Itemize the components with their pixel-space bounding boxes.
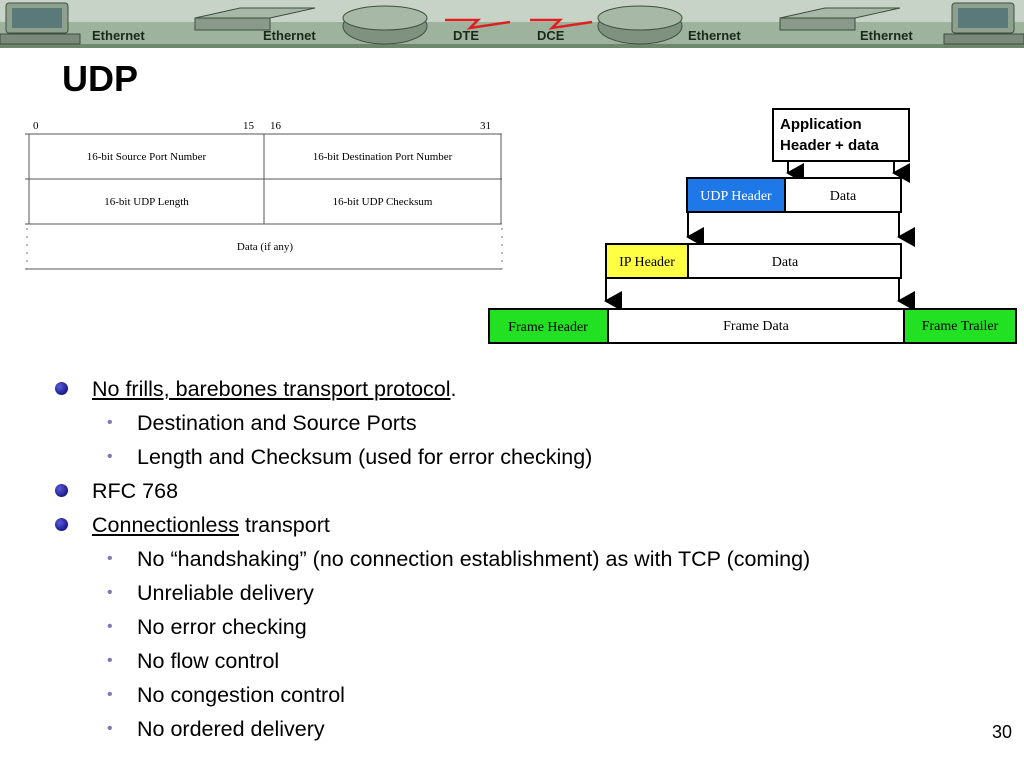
frame-header-box xyxy=(488,308,609,344)
table-grid xyxy=(25,133,503,270)
ip-header-label: IP Header xyxy=(619,255,675,270)
frame-header-label: Frame Header xyxy=(508,320,588,335)
switch-icon xyxy=(779,7,901,31)
list-subitem: • No flow control xyxy=(55,644,975,678)
list-subitem: • No ordered delivery xyxy=(55,712,975,746)
list-subitem-text: No flow control xyxy=(137,649,280,673)
frame-data-box xyxy=(607,308,905,344)
list-subitem-text: No ordered delivery xyxy=(137,717,325,741)
bit-label: 15 xyxy=(243,120,254,132)
sub-bullet-icon: • xyxy=(107,550,113,567)
bit-label: 16 xyxy=(270,120,281,132)
list-subitem: • No error checking xyxy=(55,610,975,644)
list-subitem-text: No “handshaking” (no connection establis… xyxy=(137,547,811,571)
frame-trailer-box xyxy=(903,308,1017,344)
ip-header-box xyxy=(605,243,689,279)
udp-checksum-field: 16-bit UDP Checksum xyxy=(332,195,433,208)
sub-bullet-icon: • xyxy=(107,652,113,669)
list-item: No frills, barebones transport protocol. xyxy=(55,372,975,406)
bit-label: 0 xyxy=(33,120,39,132)
list-subitem-text: Unreliable delivery xyxy=(137,581,314,605)
list-item-link[interactable]: No frills, barebones transport protocol xyxy=(92,377,451,401)
list-subitem: • Unreliable delivery xyxy=(55,576,975,610)
banner-label: Ethernet xyxy=(92,28,145,43)
bullet-icon xyxy=(55,518,68,531)
router-icon xyxy=(597,5,683,45)
banner-label: Ethernet xyxy=(688,28,741,43)
list-item: RFC 768 xyxy=(55,474,975,508)
frame-data-label: Frame Data xyxy=(723,319,789,334)
frame-trailer-label: Frame Trailer xyxy=(922,319,999,334)
sub-bullet-icon: • xyxy=(107,414,113,431)
source-port-field: 16-bit Source Port Number xyxy=(86,150,207,163)
udp-header-label: UDP Header xyxy=(700,189,772,204)
list-item: Connectionless transport xyxy=(55,508,975,542)
list-subitem-text: No congestion control xyxy=(137,683,345,707)
application-label: Header + data xyxy=(780,137,879,154)
list-subitem: • Length and Checksum (used for error ch… xyxy=(55,440,975,474)
list-subitem-text: Length and Checksum (used for error chec… xyxy=(137,445,593,469)
sub-bullet-icon: • xyxy=(107,584,113,601)
banner-label: Ethernet xyxy=(263,28,316,43)
banner-label: DTE xyxy=(453,28,479,43)
switch-icon xyxy=(194,7,316,31)
router-icon xyxy=(342,5,428,45)
udp-header-box xyxy=(686,177,786,213)
udp-header-format-table: 0 15 16 31 16-bit Source Port Number 16-… xyxy=(25,118,505,273)
list-item-link[interactable]: Connectionless xyxy=(92,513,240,537)
udp-data-box xyxy=(784,177,902,213)
udp-data-label: Data xyxy=(830,189,857,204)
list-subitem-text: Destination and Source Ports xyxy=(137,411,417,435)
sub-bullet-icon: • xyxy=(107,618,113,635)
list-item-text: RFC 768 xyxy=(92,479,179,503)
banner-label: Ethernet xyxy=(860,28,913,43)
list-subitem: • No “handshaking” (no connection establ… xyxy=(55,542,975,576)
banner-label: DCE xyxy=(537,28,565,43)
list-subitem-text: No error checking xyxy=(137,615,307,639)
computer-icon xyxy=(0,2,81,45)
application-label: Application xyxy=(780,116,862,133)
computer-icon xyxy=(943,2,1024,45)
data-field: Data (if any) xyxy=(236,240,294,253)
bullet-icon xyxy=(55,484,68,497)
serial-link-icon xyxy=(445,18,593,30)
list-subitem: • Destination and Source Ports xyxy=(55,406,975,440)
sub-bullet-icon: • xyxy=(107,686,113,703)
udp-length-field: 16-bit UDP Length xyxy=(104,195,189,208)
page-number: 30 xyxy=(991,722,1012,742)
sub-bullet-icon: • xyxy=(107,720,113,737)
list-item-text: . xyxy=(450,377,457,401)
application-box xyxy=(772,108,910,162)
bullet-icon xyxy=(55,382,68,395)
list-subitem: • No congestion control xyxy=(55,678,975,712)
destination-port-field: 16-bit Destination Port Number xyxy=(312,150,453,163)
list-item-text: transport xyxy=(239,513,330,537)
encapsulation-diagram: Application Header + data UDP Header Dat… xyxy=(488,108,1017,344)
ip-data-box xyxy=(687,243,902,279)
slide-title: UDP xyxy=(62,58,139,99)
network-banner: Ethernet Ethernet DTE DCE Ethernet Ether… xyxy=(0,0,1024,48)
bit-label: 31 xyxy=(480,120,491,132)
sub-bullet-icon: • xyxy=(107,448,113,465)
bullet-list: No frills, barebones transport protocol.… xyxy=(55,372,975,746)
ip-data-label: Data xyxy=(772,255,799,270)
